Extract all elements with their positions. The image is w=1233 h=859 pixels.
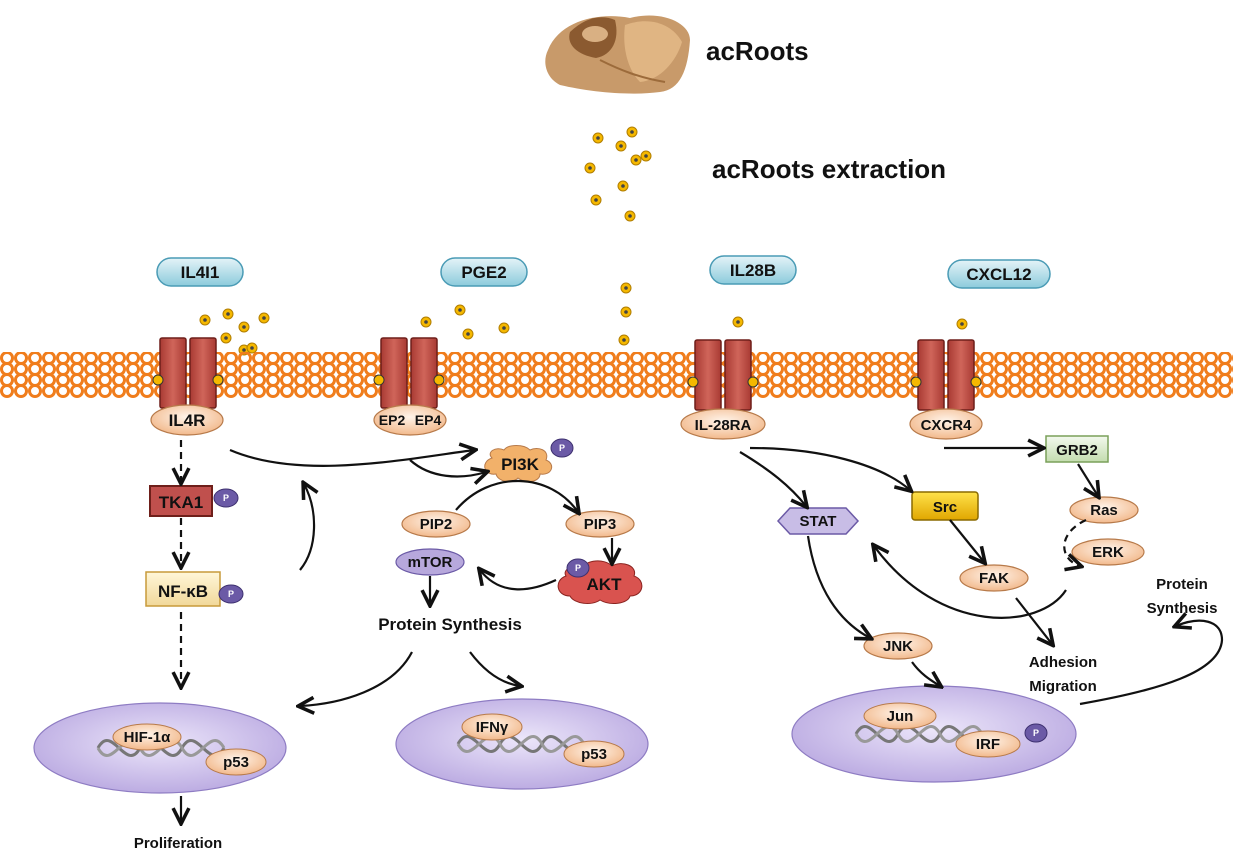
extract-dot-core	[736, 320, 740, 324]
fak-label: FAK	[979, 570, 1009, 587]
extract-dot-core	[621, 184, 625, 188]
node-ras: Ras	[1069, 496, 1139, 524]
tka1-phospho-label: P	[223, 493, 229, 503]
protein-synthesis-right-1: Protein	[1156, 576, 1208, 593]
extract-dot-core	[622, 338, 626, 342]
extract-dot-core	[619, 144, 623, 148]
nucleus-middle-item-1: IFNγ	[476, 719, 509, 736]
node-fak: FAK	[959, 564, 1029, 592]
ep4-label: EP4	[415, 412, 442, 428]
cxcr4-label: CXCR4	[921, 417, 973, 434]
adhesion-label: Adhesion	[1029, 654, 1097, 671]
node-il4r: IL4R	[150, 404, 224, 436]
extract-dot-core	[224, 336, 228, 340]
receptor-cxcr4	[910, 339, 982, 411]
acroots-label: acRoots	[706, 36, 809, 66]
node-jnk: JNK	[863, 632, 933, 660]
nucleus-right-item-2: IRF	[976, 736, 1000, 753]
acroots-image	[545, 15, 690, 94]
node-pip3: PIP3	[565, 510, 635, 538]
pi3k-label: PI3K	[501, 455, 540, 474]
extract-dot-core	[424, 320, 428, 324]
migration-label: Migration	[1029, 678, 1097, 695]
node-stat: STAT	[776, 507, 860, 535]
node-cxcr4: CXCR4	[909, 408, 983, 440]
il4r-label: IL4R	[169, 411, 206, 430]
node-grb2: GRB2	[1045, 435, 1109, 463]
node-nfkb: NF-κB P	[145, 571, 244, 607]
ligand-pge2: PGE2	[440, 257, 528, 287]
irf-phospho-label: P	[1033, 728, 1039, 738]
erk-label: ERK	[1092, 544, 1124, 561]
extract-dot-core	[250, 346, 254, 350]
grb2-label: GRB2	[1056, 442, 1098, 459]
extract-dot-core	[644, 154, 648, 158]
extract-dot-core	[624, 310, 628, 314]
nfkb-phospho-label: P	[228, 589, 234, 599]
ligand-il28b-label: IL28B	[730, 261, 776, 280]
ligand-pge2-label: PGE2	[461, 263, 506, 282]
pi3k-phospho-label: P	[559, 443, 565, 453]
src-label: Src	[933, 499, 957, 516]
extract-dot-core	[242, 348, 246, 352]
node-il28ra: IL-28RA	[680, 408, 766, 440]
mtor-label: mTOR	[408, 554, 453, 571]
extract-dot-core	[262, 316, 266, 320]
extract-dots	[199, 126, 968, 356]
ligand-il28b: IL28B	[709, 255, 797, 285]
node-erk: ERK	[1071, 538, 1145, 566]
ligand-il4i1: IL4I1	[156, 257, 244, 287]
node-pi3k: PI3K P	[484, 438, 574, 482]
pathway-arrows	[181, 440, 1224, 822]
node-pip2: PIP2	[401, 510, 471, 538]
node-mtor: mTOR	[395, 548, 465, 576]
extract-dot-core	[458, 308, 462, 312]
ligand-il4i1-label: IL4I1	[181, 263, 220, 282]
extract-dot-core	[630, 130, 634, 134]
receptor-il4r	[152, 337, 224, 409]
jnk-label: JNK	[883, 638, 913, 655]
nfkb-label: NF-κB	[158, 582, 208, 601]
extract-dot-core	[960, 322, 964, 326]
acroots-extraction-label: acRoots extraction	[712, 154, 946, 184]
ligand-cxcl12: CXCL12	[947, 259, 1051, 289]
proliferation-label: Proliferation	[134, 835, 222, 852]
nucleus-middle: IFNγ p53	[395, 698, 649, 790]
extract-dot-core	[466, 332, 470, 336]
extract-dot-core	[502, 326, 506, 330]
ras-label: Ras	[1090, 502, 1118, 519]
ep2-label: EP2	[379, 412, 406, 428]
akt-phospho-label: P	[575, 563, 581, 573]
extract-dot-core	[203, 318, 207, 322]
nucleus-right: Jun IRF P	[791, 685, 1077, 783]
extract-dot-core	[596, 136, 600, 140]
akt-label: AKT	[587, 575, 623, 594]
extract-dot-core	[628, 214, 632, 218]
nucleus-left-item-2: p53	[223, 754, 249, 771]
nucleus-left-item-1: HIF-1α	[124, 729, 172, 746]
extract-dot-core	[588, 166, 592, 170]
extract-dot-core	[634, 158, 638, 162]
node-tka1: TKA1 P	[149, 485, 239, 517]
receptor-ep	[373, 337, 445, 409]
stat-label: STAT	[800, 513, 837, 530]
node-src: Src	[911, 491, 979, 521]
extract-dot-core	[226, 312, 230, 316]
nucleus-right-item-1: Jun	[887, 708, 914, 725]
node-akt: AKT P	[557, 558, 643, 604]
protein-synthesis-mid: Protein Synthesis	[378, 615, 522, 634]
node-ep2-ep4: EP2 EP4	[373, 404, 447, 436]
ligand-cxcl12-label: CXCL12	[966, 265, 1031, 284]
nucleus-left: HIF-1α p53	[33, 702, 287, 794]
tka1-label: TKA1	[159, 493, 203, 512]
il28ra-label: IL-28RA	[695, 417, 752, 434]
pip3-label: PIP3	[584, 516, 617, 533]
extract-dot-core	[594, 198, 598, 202]
protein-synthesis-right-2: Synthesis	[1147, 600, 1218, 617]
nucleus-middle-item-2: p53	[581, 746, 607, 763]
extract-dot-core	[624, 286, 628, 290]
extract-dot-core	[242, 325, 246, 329]
pip2-label: PIP2	[420, 516, 453, 533]
